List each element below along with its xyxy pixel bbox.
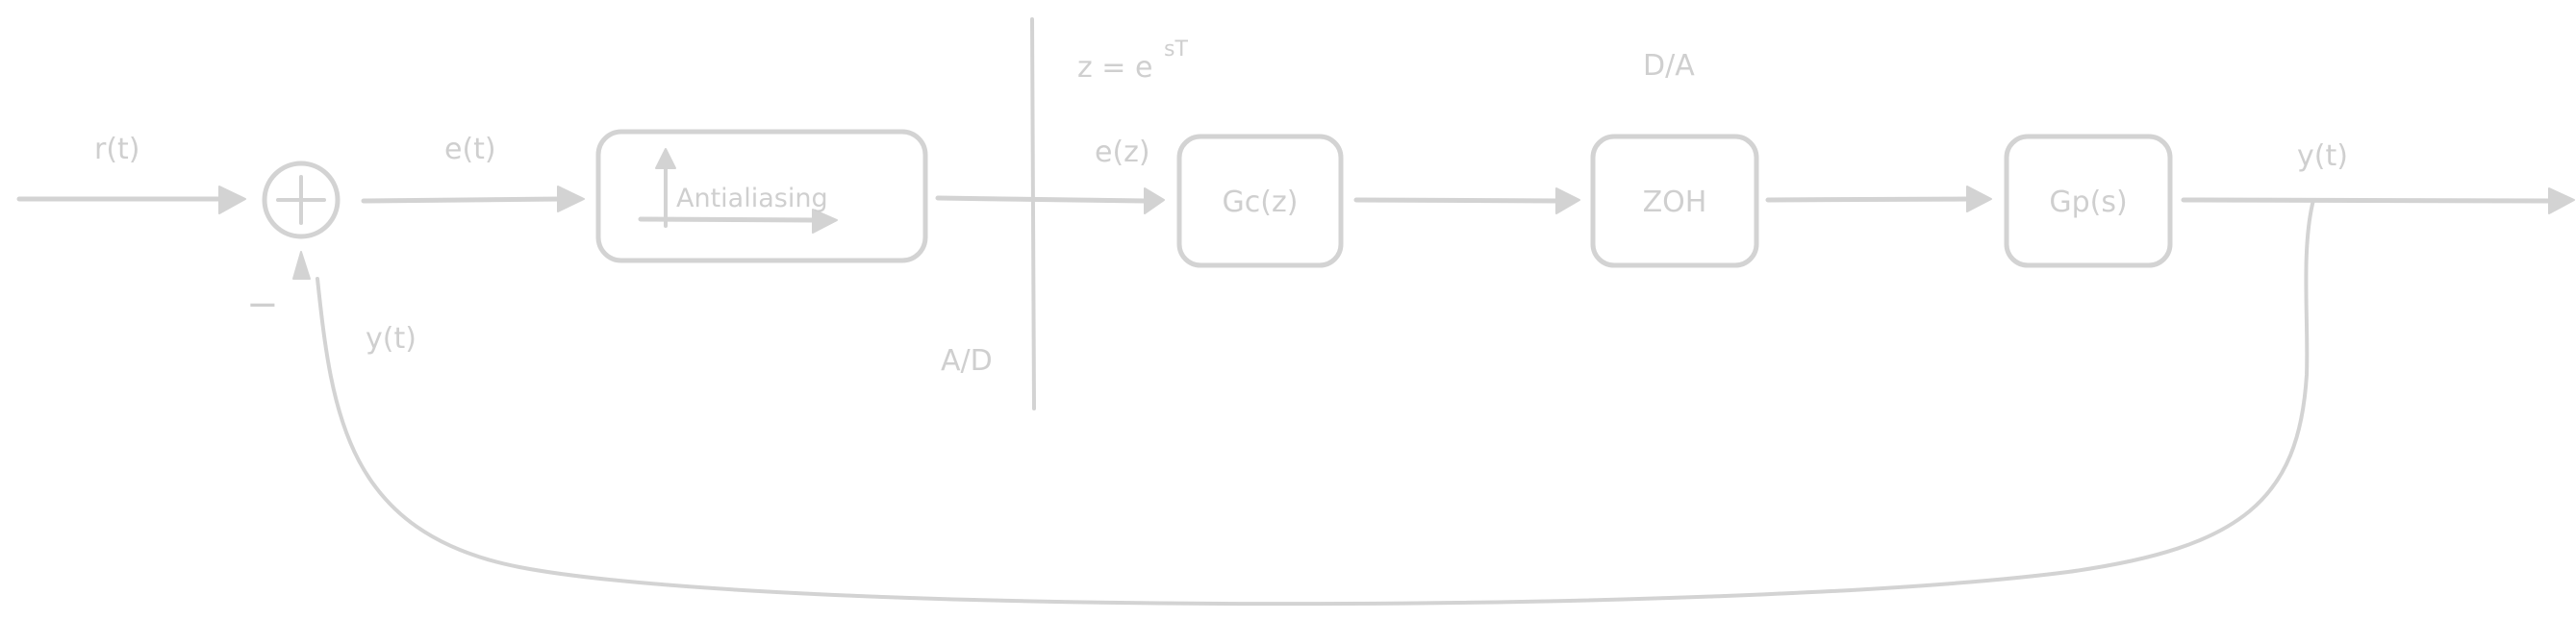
sampled-arrow — [935, 187, 1165, 214]
label-da: D/A — [1643, 49, 1695, 83]
summing-junction — [262, 161, 341, 239]
antialiasing-label: Antialiasing — [676, 184, 828, 213]
label-sampled-error: e(z) — [1095, 136, 1150, 169]
plant-block: Gp(s) — [2004, 134, 2173, 268]
controller-to-zoh-arrow — [1353, 187, 1580, 214]
svg-text:Gp(s): Gp(s) — [2049, 186, 2127, 219]
minus-sign: − — [246, 283, 279, 327]
zoh-block: ZOH — [1590, 134, 1759, 268]
label-feedback: y(t) — [366, 322, 417, 356]
output-arrow — [2181, 187, 2575, 214]
svg-text:Gc(z): Gc(z) — [1223, 186, 1299, 219]
sampler-divider — [1030, 17, 1036, 410]
label-ad: A/D — [941, 344, 993, 378]
label-output: y(t) — [2297, 139, 2348, 173]
feedback-path — [292, 198, 2315, 607]
controller-block: Gc(z) — [1176, 134, 1344, 268]
svg-text:ZOH: ZOH — [1643, 186, 1707, 219]
zoh-to-plant-arrow — [1765, 186, 1992, 212]
z-transform-label: z = e sT — [1077, 37, 1188, 85]
error-arrow — [361, 186, 585, 212]
svg-text:z = e: z = e — [1077, 51, 1152, 85]
label-error: e(t) — [444, 133, 496, 166]
antialiasing-block: Antialiasing — [595, 129, 928, 263]
svg-text:sT: sT — [1164, 37, 1188, 62]
input-arrow — [16, 186, 246, 214]
label-reference: r(t) — [94, 133, 140, 166]
